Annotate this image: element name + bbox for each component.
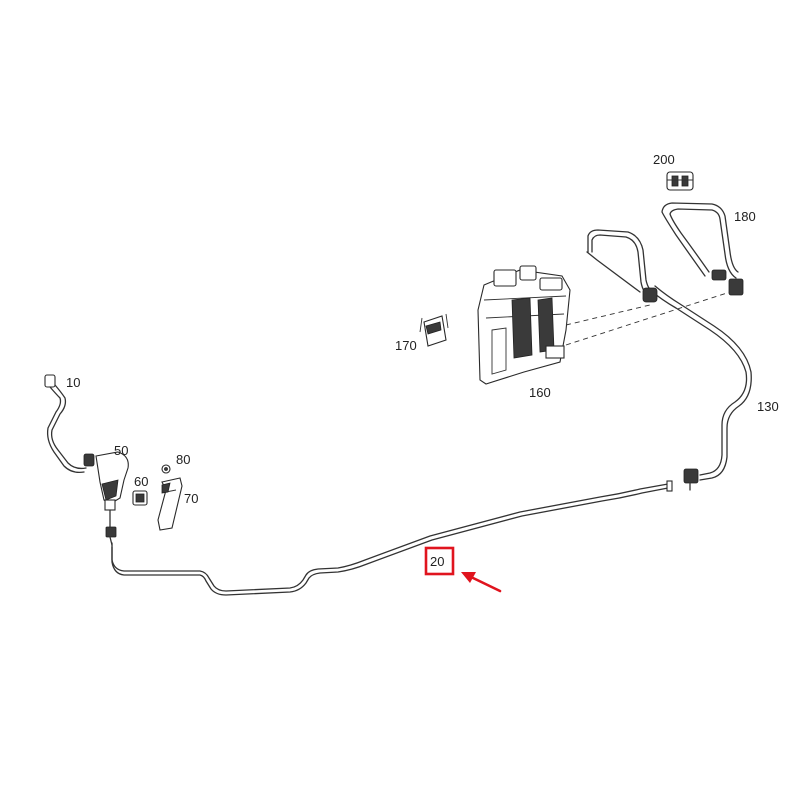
diagram-panel — [0, 103, 800, 695]
main-line-20 — [111, 483, 669, 596]
line-130 — [649, 285, 752, 491]
part-80-clip — [161, 464, 171, 474]
red-arrow-icon — [461, 572, 502, 593]
line-10 — [44, 374, 87, 474]
part-200-connector — [666, 171, 694, 191]
callout-80: 80 — [176, 452, 190, 467]
highlight-20: 20 — [424, 546, 455, 576]
callout-60: 60 — [134, 474, 148, 489]
callout-160: 160 — [529, 385, 551, 400]
highlight-box — [424, 546, 455, 576]
line-180 — [586, 202, 744, 303]
callout-10: 10 — [66, 375, 80, 390]
part-170-clip — [419, 313, 449, 347]
callout-70: 70 — [184, 491, 198, 506]
callout-50: 50 — [114, 443, 128, 458]
callout-170: 170 — [395, 338, 417, 353]
callout-200: 200 — [653, 152, 675, 167]
part-60-block — [132, 490, 148, 506]
callout-20: 20 — [430, 554, 444, 569]
callout-180: 180 — [734, 209, 756, 224]
part-50-pump — [83, 451, 129, 546]
part-160-canister — [477, 265, 731, 385]
line-end-fitting — [666, 480, 673, 492]
part-70-bracket — [157, 477, 183, 531]
callout-130: 130 — [757, 399, 779, 414]
